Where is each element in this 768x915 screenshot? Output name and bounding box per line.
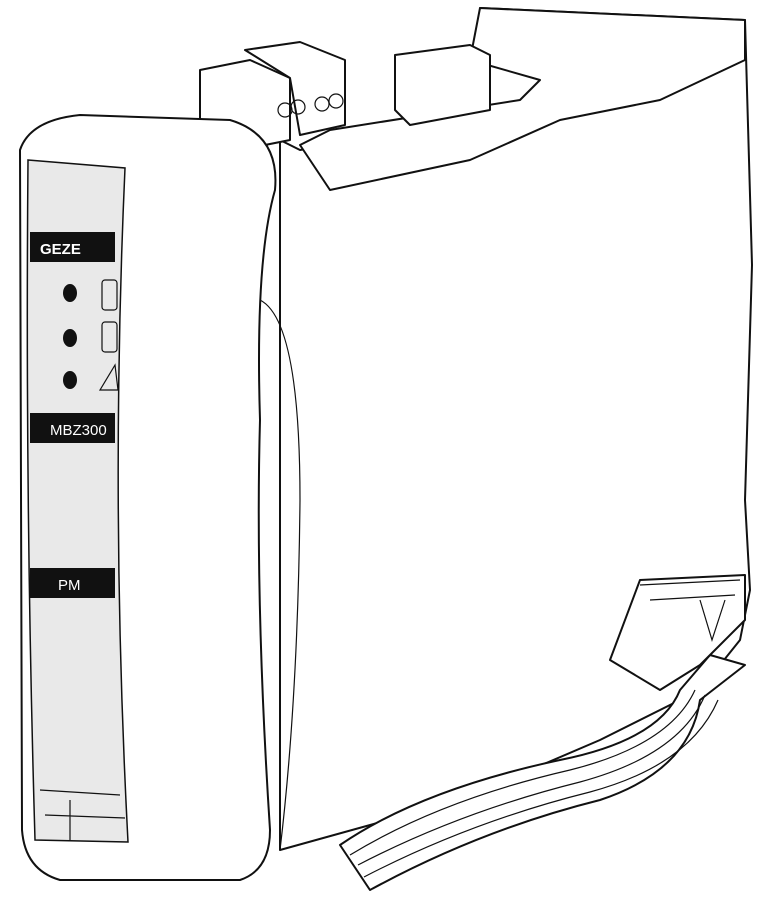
led-status-indicator: [63, 329, 77, 347]
bottom-slot: [39, 789, 126, 840]
wrench-symbol-icon: [101, 321, 118, 353]
module-label: PM: [58, 577, 81, 594]
warning-triangle-icon: [98, 363, 119, 391]
led-fault-indicator: [63, 371, 77, 389]
power-symbol-icon: [101, 279, 118, 311]
led-power-indicator: [63, 284, 77, 302]
ribbon-cable: [339, 654, 746, 891]
ribbon-connector: [609, 574, 746, 691]
model-label: MBZ300: [50, 422, 107, 439]
module-label-bar: [30, 568, 115, 598]
top-cutout: [299, 7, 746, 191]
brand-logo: GEZE: [40, 241, 81, 258]
brand-logo-bar: [30, 232, 115, 262]
terminal-blocks: [199, 41, 491, 151]
model-label-bar: [30, 413, 115, 443]
front-panel: [26, 159, 129, 843]
